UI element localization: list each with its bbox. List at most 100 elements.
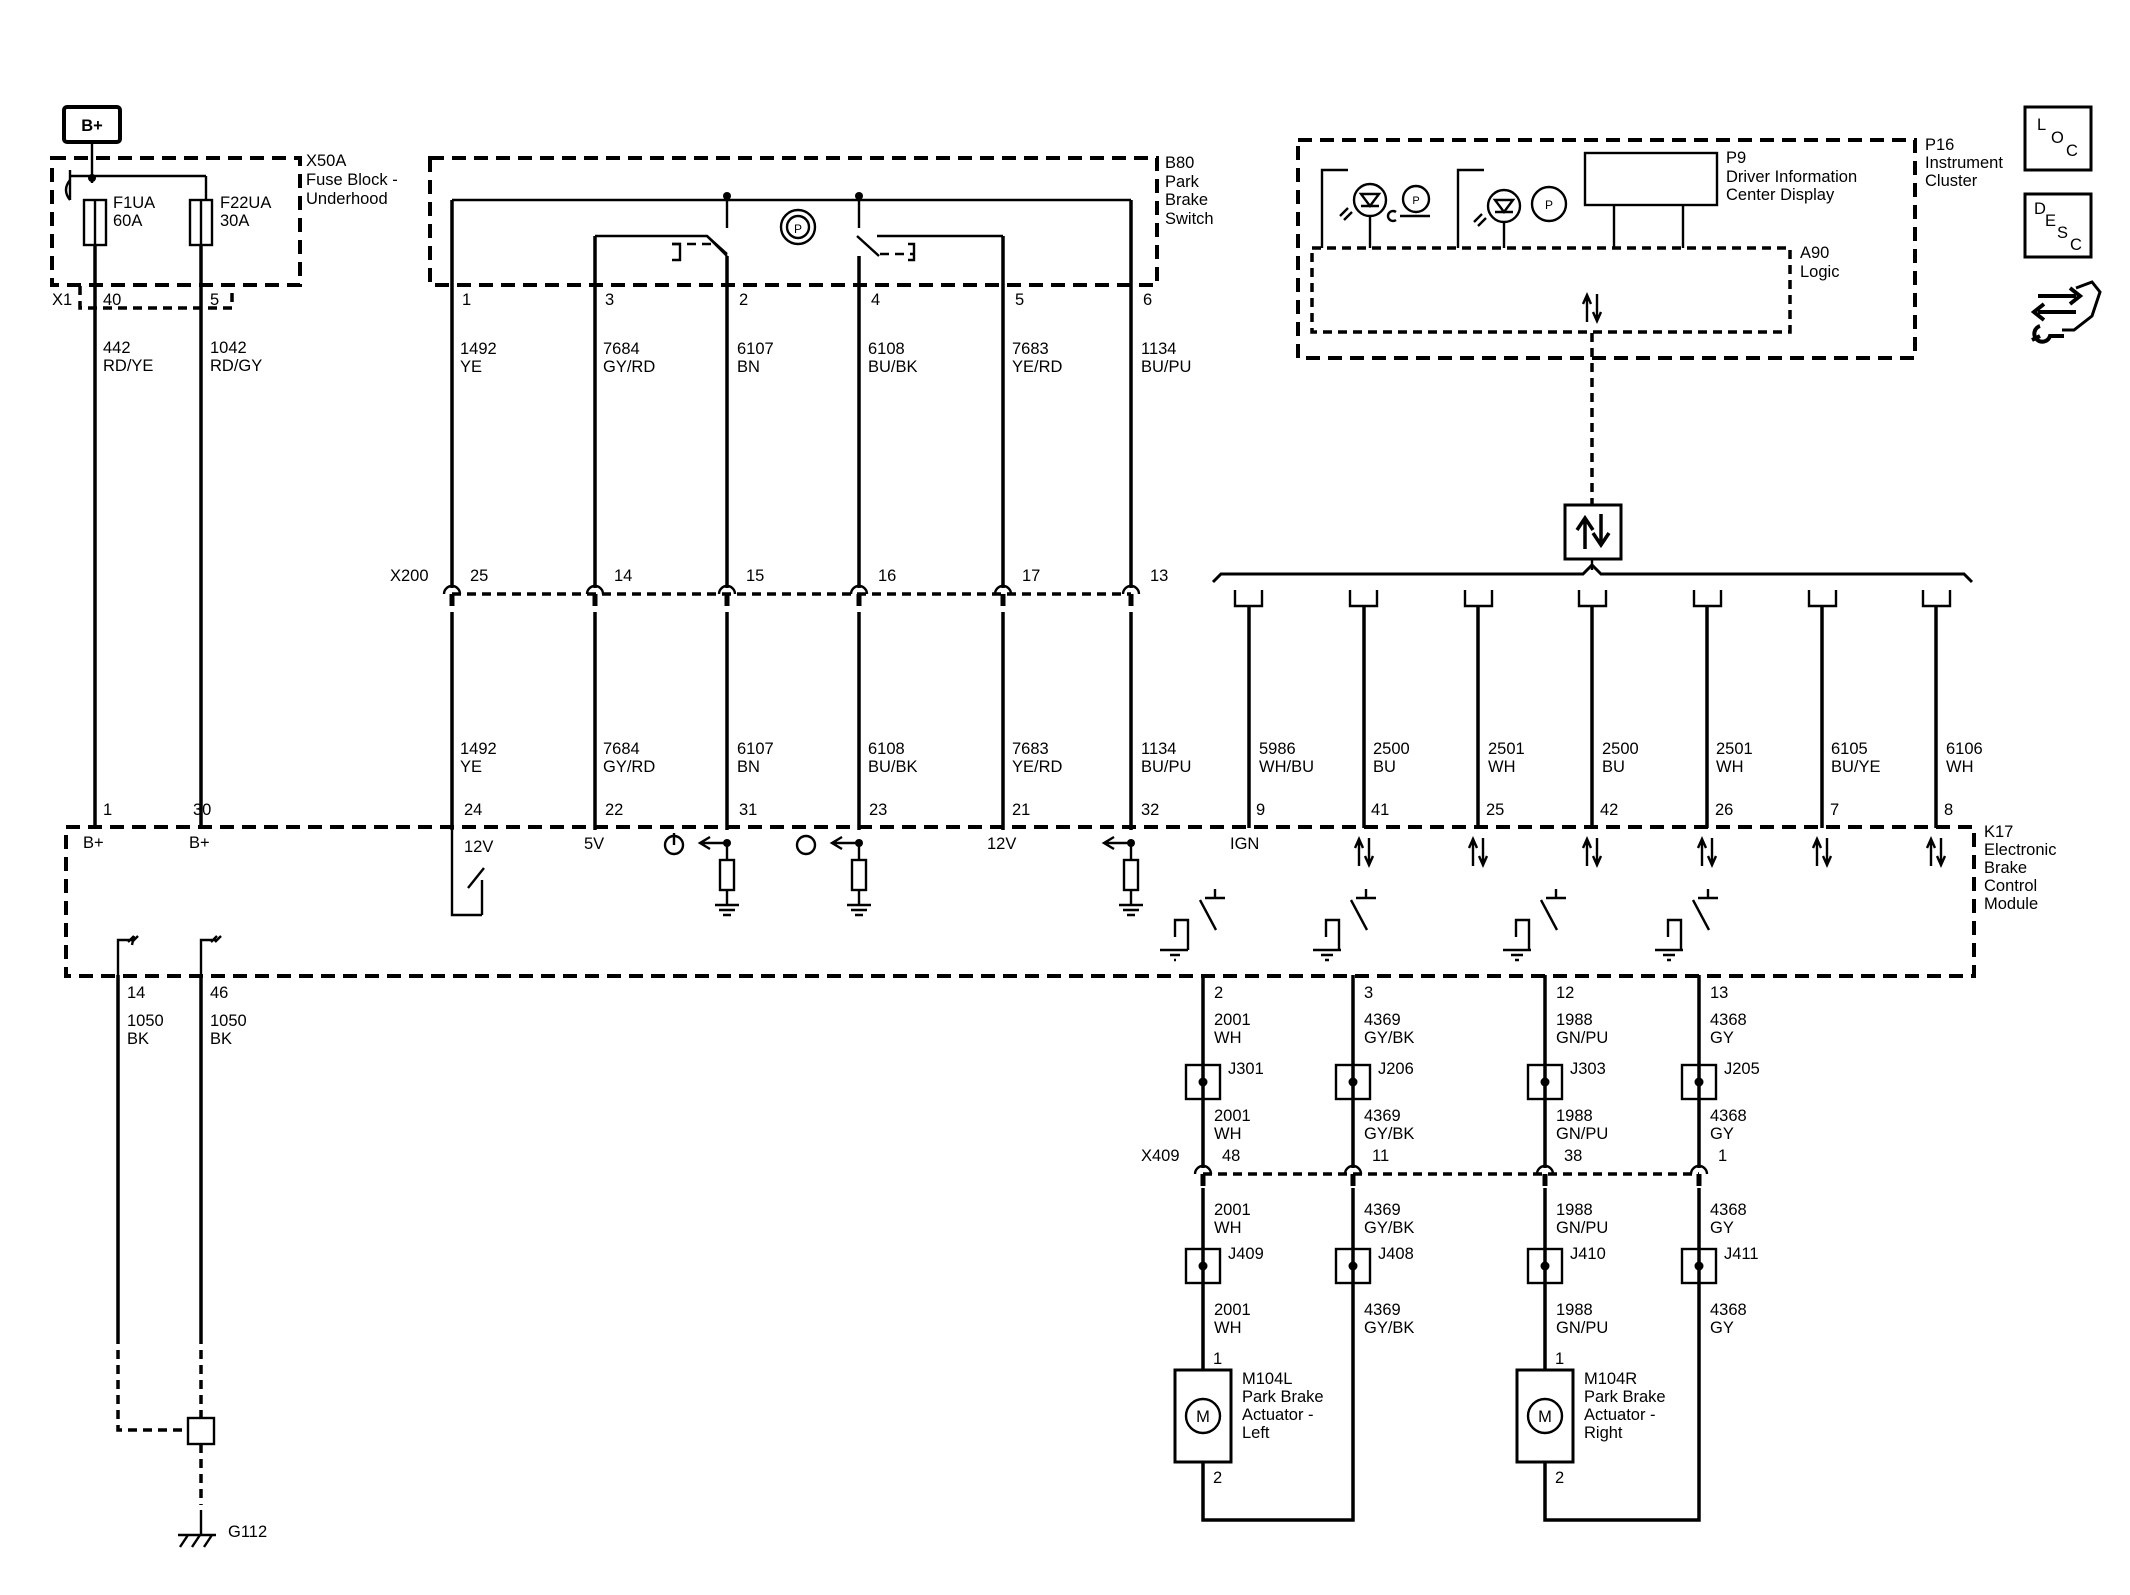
- k17-pin-24: 24: [464, 801, 482, 819]
- fuse-block-name-2: Underhood: [306, 190, 388, 208]
- motor-wire-2-circuit-3: 4369: [1364, 1201, 1401, 1219]
- bus-wire-5-color: WH: [1716, 758, 1744, 776]
- ebcm-name-4: Module: [1984, 895, 2038, 913]
- ebcm-5v: 5V: [584, 835, 604, 853]
- x200-pin-5: 17: [1022, 567, 1040, 585]
- ground-splice: [186, 1416, 216, 1446]
- x200-pin-2: 14: [614, 567, 632, 585]
- cluster-name-1: Instrument: [1925, 154, 2003, 172]
- bus-wire-6-circuit: 6105: [1831, 740, 1868, 758]
- motor-right-symbol: M: [1538, 1408, 1552, 1426]
- x200-pin-4: 16: [878, 567, 896, 585]
- x409-pin-2: 11: [1372, 1147, 1389, 1165]
- driver-information-display: [1583, 151, 1719, 248]
- motor-wire-4-color-4: GY: [1710, 1319, 1734, 1337]
- motor-left-name-3: Left: [1242, 1424, 1270, 1442]
- ground-wire-2-color: BK: [210, 1030, 232, 1048]
- ebcm-input-apply: [663, 833, 741, 917]
- switch-wire-2-pin: 3: [605, 291, 614, 309]
- motor-wire-1-color-1: WH: [1214, 1029, 1242, 1047]
- k17-pin-8: 8: [1944, 801, 1953, 819]
- svg-text:C: C: [2066, 142, 2078, 160]
- switch-wire-4-circuit-bottom: 6108: [868, 740, 905, 758]
- svg-text:P: P: [1412, 195, 1419, 207]
- switch-wire-5-pin: 5: [1015, 291, 1024, 309]
- svg-text:O: O: [2051, 129, 2064, 147]
- switch-wire-5-circuit-bottom: 7683: [1012, 740, 1049, 758]
- switch-wire-4-circuit-top: 6108: [868, 340, 905, 358]
- switch-wire-1-pin: 1: [462, 291, 471, 309]
- bus-wire-7-circuit: 6106: [1946, 740, 1983, 758]
- motor-wire-4-circuit-2: 4368: [1710, 1107, 1747, 1125]
- connector-repair-icon[interactable]: [2030, 280, 2102, 344]
- switch-wire-2-circuit-top: 7684: [603, 340, 640, 358]
- motor-wire-4-pin: 13: [1710, 984, 1728, 1002]
- switch-name-2: Brake: [1165, 191, 1208, 209]
- motor-wire-4-color-2: GY: [1710, 1125, 1734, 1143]
- motor-left-id: M104L: [1242, 1370, 1292, 1388]
- park-brake-switch-icon: P: [779, 208, 817, 246]
- fuse-wire-1-circuit: 442: [103, 339, 131, 357]
- ebcm-motor-drivers: [1160, 889, 1718, 962]
- ebcm-input-release: [795, 834, 873, 917]
- ebcm-bus-transceivers: [1353, 836, 1947, 868]
- motor-right-pin-top: 1: [1555, 1350, 1564, 1368]
- k17-pin-7: 7: [1830, 801, 1839, 819]
- ebcm-12v-1: 12V: [464, 838, 493, 856]
- x200-pin-3: 15: [746, 567, 764, 585]
- bus-wire-2-color: BU: [1373, 758, 1396, 776]
- k17-pin-32: 32: [1141, 801, 1159, 819]
- motor-wire-1-splice-1: J301: [1228, 1060, 1264, 1078]
- switch-wire-3-pin: 2: [739, 291, 748, 309]
- fuse-f22ua: F22UA 30A: [188, 194, 271, 247]
- k17-pin-23: 23: [869, 801, 887, 819]
- service-park-brake-indicator: P: [1320, 168, 1431, 248]
- x409-pin-1: 48: [1222, 1147, 1240, 1165]
- switch-wire-5-color-bottom: YE/RD: [1012, 758, 1063, 776]
- description-icon[interactable]: D E S C: [2023, 192, 2093, 259]
- motor-wire-2-color-3: GY/BK: [1364, 1219, 1414, 1237]
- ground-wire-1-circuit: 1050: [127, 1012, 164, 1030]
- park-brake-actuator-left: M: [1173, 1368, 1355, 1522]
- park-brake-indicator: P: [1456, 168, 1568, 248]
- display-name-1: Driver Information: [1726, 168, 1857, 186]
- logic-id: A90: [1800, 244, 1829, 262]
- switch-wire-4-color-bottom: BU/BK: [868, 758, 918, 776]
- motor-wire-3-color-2: GN/PU: [1556, 1125, 1608, 1143]
- motor-wire-3-circuit-3: 1988: [1556, 1201, 1593, 1219]
- fuse-wire-2-pin-bottom: 30: [193, 801, 211, 819]
- motor-wire-3-circuit-2: 1988: [1556, 1107, 1593, 1125]
- motor-left-pin-top: 1: [1213, 1350, 1222, 1368]
- switch-wire-6-circuit-top: 1134: [1141, 340, 1176, 358]
- motor-left-symbol: M: [1196, 1408, 1210, 1426]
- fuse-f22ua-id: F22UA: [220, 194, 271, 212]
- switch-wire-6-color-top: BU/PU: [1141, 358, 1191, 376]
- motor-wire-4-circuit-4: 4368: [1710, 1301, 1747, 1319]
- cluster-id: P16: [1925, 136, 1954, 154]
- fuse-wire-1-pin-bottom: 1: [103, 801, 112, 819]
- ground-id: G112: [228, 1523, 267, 1541]
- bus-wire-3-circuit: 2501: [1488, 740, 1525, 758]
- bus-wire-7-color: WH: [1946, 758, 1974, 776]
- switch-wire-2-circuit-bottom: 7684: [603, 740, 640, 758]
- switch-wire-2-color-top: GY/RD: [603, 358, 655, 376]
- ebcm-input-switch-6: [1101, 835, 1145, 917]
- switch-wire-1-color-bottom: YE: [460, 758, 482, 776]
- motor-wire-2-color-2: GY/BK: [1364, 1125, 1414, 1143]
- motor-wire-2-circuit-4: 4369: [1364, 1301, 1401, 1319]
- bus-wire-connectors: [1233, 590, 1952, 608]
- logic-name: Logic: [1800, 263, 1839, 281]
- location-icon[interactable]: L O C: [2023, 105, 2093, 172]
- cluster-name-2: Cluster: [1925, 172, 1978, 190]
- fuse-wire-1-pin-top: 40: [103, 291, 121, 309]
- svg-text:P: P: [1545, 198, 1553, 212]
- switch-wire-1-color-top: YE: [460, 358, 482, 376]
- motor-wire-3-color-3: GN/PU: [1556, 1219, 1608, 1237]
- motor-wire-1-color-2: WH: [1214, 1125, 1242, 1143]
- ebcm-name-3: Control: [1984, 877, 2037, 895]
- motor-wire-2-splice-1: J206: [1378, 1060, 1414, 1078]
- x200-connector-label: X200: [390, 567, 429, 585]
- bus-wire-4-circuit: 2500: [1602, 740, 1639, 758]
- motor-right-id: M104R: [1584, 1370, 1637, 1388]
- k17-pin-21: 21: [1012, 801, 1030, 819]
